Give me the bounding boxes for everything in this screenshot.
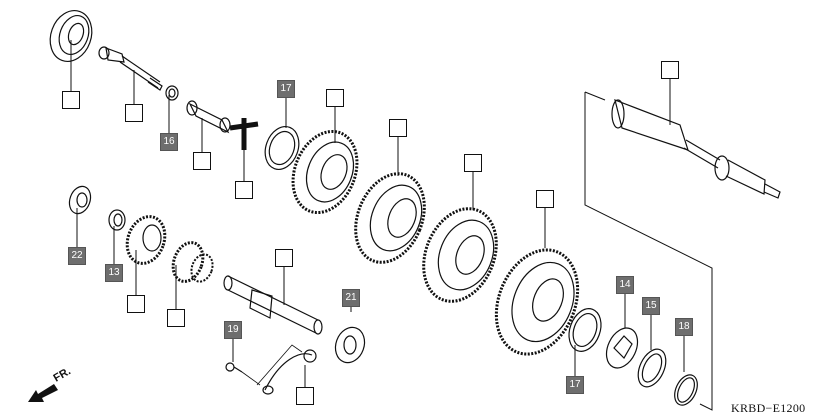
counter-shaft-part xyxy=(223,275,323,335)
leader-lines xyxy=(70,40,685,387)
callout-bolt-19[interactable]: 19 xyxy=(224,321,242,339)
callout-washer-17-bot[interactable]: 17 xyxy=(566,376,584,394)
bearing-22-part xyxy=(68,185,92,215)
collar-part xyxy=(186,100,231,134)
callout-main-shaft[interactable] xyxy=(661,61,679,79)
washer-13-part xyxy=(108,209,126,231)
callout-gear-3[interactable] xyxy=(464,154,482,172)
callout-washer-16[interactable]: 16 xyxy=(160,133,178,151)
group-bracket-line xyxy=(584,92,713,411)
front-arrow-icon: FR. xyxy=(28,365,73,402)
front-direction-indicator: FR. xyxy=(26,365,86,411)
gear-4-part xyxy=(494,248,580,356)
callout-gear-1[interactable] xyxy=(326,89,344,107)
bearing-21-part xyxy=(334,326,366,364)
callout-washer-13[interactable]: 13 xyxy=(105,264,123,282)
gear-small-1-part xyxy=(125,215,167,265)
callout-washer-17-top[interactable]: 17 xyxy=(277,80,295,98)
diagram-code: KRBD−E1200 xyxy=(731,401,806,415)
bolt-19-part xyxy=(225,362,243,373)
plate-15-part xyxy=(637,348,667,388)
main-shaft-part xyxy=(611,99,781,199)
washer-17-top-part xyxy=(264,126,300,170)
gear-1-part xyxy=(291,129,359,215)
callout-gear-small-2[interactable] xyxy=(167,309,185,327)
washer-16-part xyxy=(165,85,179,101)
callout-counter-shaft[interactable] xyxy=(275,249,293,267)
gear-3-part xyxy=(422,207,498,303)
callout-bearing-21[interactable]: 21 xyxy=(342,289,360,307)
callout-plate-15[interactable]: 15 xyxy=(642,297,660,315)
circlip-18-part xyxy=(674,374,698,406)
gear-1-inner xyxy=(305,141,355,203)
callout-bearing-top[interactable] xyxy=(62,91,80,109)
callout-collar[interactable] xyxy=(193,152,211,170)
callout-gear-small-1[interactable] xyxy=(127,295,145,313)
bracket-part xyxy=(241,344,317,395)
gear-small-2-part xyxy=(171,241,214,283)
callout-bracket[interactable] xyxy=(296,387,314,405)
callout-circlip-18[interactable]: 18 xyxy=(675,318,693,336)
plate-14-part xyxy=(605,327,639,369)
callout-bolt-shaft[interactable] xyxy=(125,104,143,122)
callout-spider[interactable] xyxy=(235,181,253,199)
callout-gear-2[interactable] xyxy=(389,119,407,137)
callout-gear-4[interactable] xyxy=(536,190,554,208)
washer-17-bottom-part xyxy=(568,308,602,352)
bearing-top-part xyxy=(49,10,93,62)
front-label: FR. xyxy=(52,366,73,385)
callout-plate-14[interactable]: 14 xyxy=(616,276,634,294)
bolt-shaft-part xyxy=(98,46,163,91)
gear-2-part xyxy=(354,172,426,264)
callout-bearing-22[interactable]: 22 xyxy=(68,247,86,265)
